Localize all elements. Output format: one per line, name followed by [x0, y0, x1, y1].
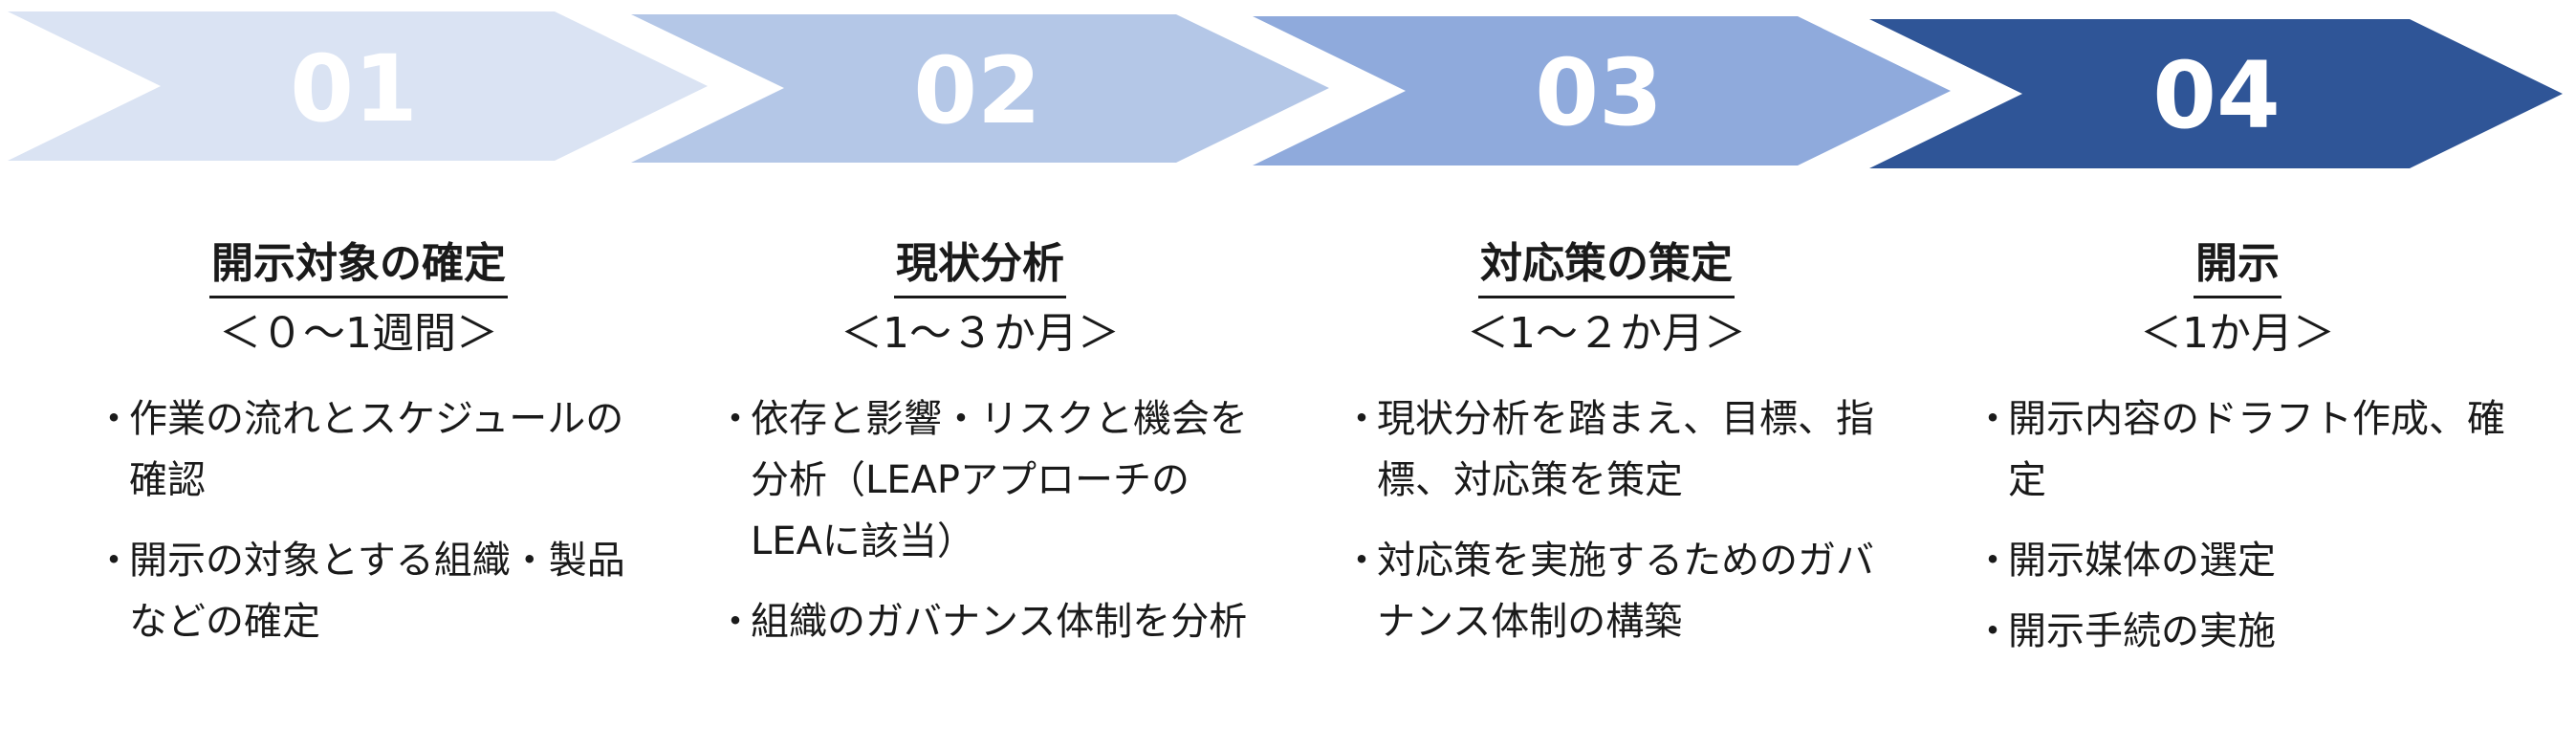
bullet-text: 現状分析を踏まえ、目標、指標、対応策を策定: [1377, 397, 1874, 502]
step-2-title-wrap: 現状分析: [712, 234, 1248, 298]
bullet-text: 依存と影響・リスクと機会を分析（LEAPアプローチのLEAに該当）: [751, 397, 1248, 563]
step-1-column: 開示対象の確定 ＜０～1週間＞ ・ 作業の流れとスケジュールの確認 ・ 開示の対…: [91, 234, 626, 672]
step-4-title-wrap: 開示: [1970, 234, 2505, 298]
list-item: ・ 現状分析を踏まえ、目標、指標、対応策を策定: [1339, 388, 1874, 511]
bullet-text: 作業の流れとスケジュールの確認: [129, 397, 624, 502]
step-4-column: 開示 ＜1か月＞ ・ 開示内容のドラフト作成、確定 ・ 開示媒体の選定 ・ 開示…: [1970, 234, 2505, 681]
bullet-dot: ・: [1974, 539, 2012, 583]
bullet-text: 開示手続の実施: [2008, 609, 2276, 653]
step-arrow-3: 03: [1253, 16, 1951, 165]
bullet-dot: ・: [1974, 609, 2012, 653]
step-arrow-4: 04: [1869, 19, 2563, 168]
step-2-title: 現状分析: [894, 234, 1066, 298]
bullet-dot: ・: [1974, 397, 2012, 441]
bullet-text: 開示媒体の選定: [2008, 539, 2276, 583]
list-item: ・ 組織のガバナンス体制を分析: [712, 591, 1248, 652]
step-3-title: 対応策の策定: [1478, 234, 1735, 298]
list-item: ・ 開示の対象とする組織・製品などの確定: [91, 530, 626, 652]
bullet-text: 開示内容のドラフト作成、確定: [2008, 397, 2505, 502]
list-item: ・ 開示媒体の選定: [1970, 530, 2505, 591]
step-1-duration: ＜０～1週間＞: [219, 309, 498, 358]
step-number-4: 04: [2152, 42, 2281, 149]
list-item: ・ 開示内容のドラフト作成、確定: [1970, 388, 2505, 511]
step-3-title-wrap: 対応策の策定: [1339, 234, 1874, 298]
step-2-column: 現状分析 ＜1～３か月＞ ・ 依存と影響・リスクと機会を分析（LEAPアプローチ…: [712, 234, 1248, 672]
step-1-bullets: ・ 作業の流れとスケジュールの確認 ・ 開示の対象とする組織・製品などの確定: [91, 388, 626, 652]
arrow-shape-1: [8, 11, 708, 161]
step-2-bullets: ・ 依存と影響・リスクと機会を分析（LEAPアプローチのLEAに該当） ・ 組織…: [712, 388, 1248, 652]
bullet-dot: ・: [716, 397, 754, 441]
list-item: ・ 対応策を実施するためのガバナンス体制の構築: [1339, 530, 1874, 652]
arrow-shape-2: [631, 14, 1329, 163]
process-arrows: 01 02 03 04: [8, 11, 2563, 168]
step-1-title: 開示対象の確定: [209, 234, 508, 298]
step-2-duration: ＜1～３か月＞: [840, 309, 1120, 358]
step-arrow-1: 01: [8, 11, 708, 161]
bullet-dot: ・: [1343, 397, 1381, 441]
step-3-bullets: ・ 現状分析を踏まえ、目標、指標、対応策を策定 ・ 対応策を実施するためのガバナ…: [1339, 388, 1874, 652]
step-3-column: 対応策の策定 ＜1～２か月＞ ・ 現状分析を踏まえ、目標、指標、対応策を策定 ・…: [1339, 234, 1874, 672]
bullet-dot: ・: [95, 539, 133, 583]
bullet-dot: ・: [716, 600, 754, 644]
step-1-title-wrap: 開示対象の確定: [91, 234, 626, 298]
bullet-dot: ・: [95, 397, 133, 441]
bullet-dot: ・: [1343, 539, 1381, 583]
step-4-bullets: ・ 開示内容のドラフト作成、確定 ・ 開示媒体の選定 ・ 開示手続の実施: [1970, 388, 2505, 662]
step-number-1: 01: [290, 35, 418, 143]
list-item: ・ 作業の流れとスケジュールの確認: [91, 388, 626, 511]
step-number-3: 03: [1535, 39, 1663, 146]
bullet-text: 対応策を実施するためのガバナンス体制の構築: [1377, 539, 1874, 644]
step-3-duration: ＜1～２か月＞: [1467, 309, 1746, 358]
arrow-shape-4: [1869, 19, 2563, 168]
arrow-shape-3: [1253, 16, 1951, 165]
step-4-duration: ＜1か月＞: [2140, 309, 2335, 358]
step-arrow-2: 02: [631, 14, 1329, 163]
bullet-text: 開示の対象とする組織・製品などの確定: [129, 539, 625, 644]
list-item: ・ 依存と影響・リスクと機会を分析（LEAPアプローチのLEAに該当）: [712, 388, 1248, 572]
step-number-2: 02: [913, 37, 1041, 144]
step-4-title: 開示: [2194, 234, 2281, 298]
bullet-text: 組織のガバナンス体制を分析: [751, 600, 1248, 644]
list-item: ・ 開示手続の実施: [1970, 601, 2505, 662]
